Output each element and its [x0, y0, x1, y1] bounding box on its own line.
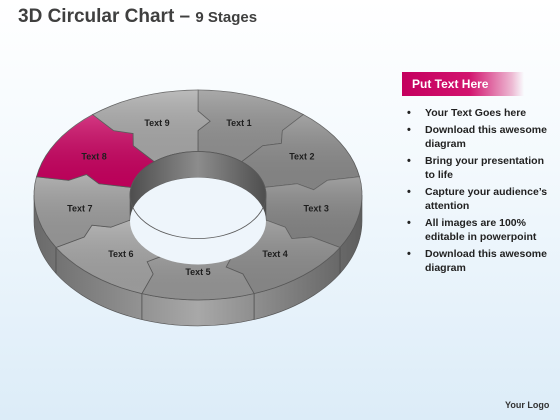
- segment-label-2: Text 2: [289, 152, 314, 162]
- footer-logo: Your Logo: [505, 400, 550, 410]
- bullet-item: Download this awesome diagram: [405, 123, 555, 152]
- segment-shade: [36, 114, 155, 188]
- bullet-item: Download this awesome diagram: [405, 247, 555, 276]
- segment-label-5: Text 5: [185, 267, 210, 277]
- bullet-item: Capture your audience’s attention: [405, 185, 555, 214]
- bullet-item: Bring your presentation to life: [405, 154, 555, 183]
- segment-shade: [34, 174, 140, 248]
- segment-label-6: Text 6: [108, 249, 133, 259]
- title-main: 3D Circular Chart: [18, 6, 175, 27]
- slide-title: 3D Circular Chart – 9 Stages: [18, 6, 257, 28]
- segment-label-4: Text 4: [262, 249, 287, 259]
- bullet-item: Your Text Goes here: [405, 106, 555, 121]
- segment-shade: [256, 176, 362, 248]
- segment-label-9: Text 9: [144, 118, 169, 128]
- title-dash: –: [174, 6, 196, 27]
- hole-floor: [130, 177, 266, 265]
- ring-labels: Text 1 Text 2 Text 3 Text 4 Text 5 Text 6 Text…: [67, 118, 329, 277]
- title-sub: 9 Stages: [195, 9, 258, 26]
- segment-label-3: Text 3: [304, 203, 329, 213]
- segment-shade: [241, 114, 360, 190]
- hole-rim: [129, 151, 267, 239]
- segment-label-7: Text 7: [67, 203, 92, 213]
- panel-header: Put Text Here: [402, 72, 524, 96]
- bullet-list: Your Text Goes hereDownload this awesome…: [405, 106, 555, 278]
- bullet-item: All images are 100% editable in powerpoi…: [405, 216, 555, 245]
- segment-label-1: Text 1: [226, 118, 251, 128]
- segment-label-8: Text 8: [81, 152, 106, 162]
- ring-segments: [33, 89, 363, 301]
- segment-shade: [92, 90, 211, 162]
